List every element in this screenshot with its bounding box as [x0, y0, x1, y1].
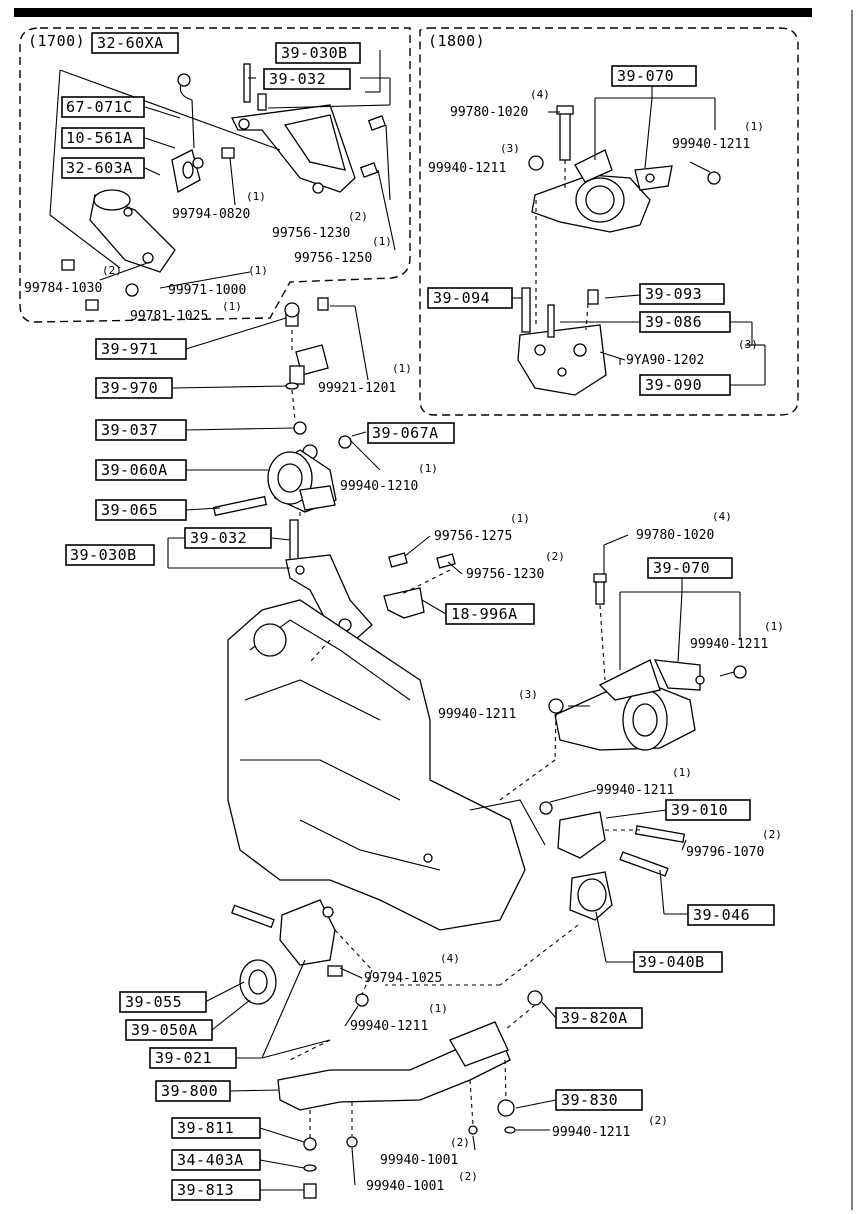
label-39-021: 39-021 [155, 1049, 212, 1067]
qty-99780-1020-inset: (4) [530, 88, 550, 101]
qty-99796-1070: (2) [762, 828, 782, 841]
pn-99794-1025: 99794-1025 [364, 971, 442, 986]
label-39-037: 39-037 [101, 421, 158, 439]
pn-99756-1275: 99756-1275 [434, 529, 512, 544]
label-39-830: 39-830 [561, 1091, 618, 1109]
qty-99756-1230-inset: (2) [348, 210, 368, 223]
qty-99940-1211-b: (3) [518, 688, 538, 701]
qty-99781-1025: (1) [222, 300, 242, 313]
qty-99756-1230: (2) [545, 550, 565, 563]
label-39-055: 39-055 [125, 993, 182, 1011]
pn-99921-1201: 99921-1201 [318, 381, 396, 396]
label-39-820A: 39-820A [561, 1009, 628, 1027]
label-10-561A: 10-561A [66, 129, 133, 147]
qty-9YA90-1202: (3) [738, 338, 758, 351]
label-39-032-inset: 39-032 [269, 70, 326, 88]
label-39-813: 39-813 [177, 1181, 234, 1199]
label-39-086: 39-086 [645, 313, 702, 331]
qty-99940-1211-c: (1) [672, 766, 692, 779]
label-32-603A: 32-603A [66, 159, 133, 177]
label-18-996A: 18-996A [451, 605, 518, 623]
pn-99780-1020-inset: 99780-1020 [450, 105, 528, 120]
qty-99940-1211-d: (1) [428, 1002, 448, 1015]
section-1700-title: (1700) [28, 32, 85, 50]
section-1800-title: (1800) [428, 32, 485, 50]
qty-99756-1275: (1) [510, 512, 530, 525]
pn-99940-1211-a: 99940-1211 [690, 637, 768, 652]
main-assembly [167, 297, 747, 1199]
label-39-030B-inset: 39-030B [281, 44, 348, 62]
pn-99940-1211-b: 99940-1211 [438, 707, 516, 722]
pn-99940-1211-d: 99940-1211 [350, 1019, 428, 1034]
pn-99940-1001-b: 99940-1001 [366, 1179, 444, 1194]
header-bar [14, 8, 812, 17]
label-39-971: 39-971 [101, 340, 158, 358]
label-39-046: 39-046 [693, 906, 750, 924]
qty-99756-1250: (1) [372, 235, 392, 248]
pn-99794-0820: 99794-0820 [172, 207, 250, 222]
inset-1800-parts [512, 86, 766, 396]
label-39-811: 39-811 [177, 1119, 234, 1137]
qty-99940-1001-a: (2) [450, 1136, 470, 1149]
label-39-060A: 39-060A [101, 461, 168, 479]
qty-99940-1001-b: (2) [458, 1170, 478, 1183]
qty-99780-1020: (4) [712, 510, 732, 523]
label-39-040B: 39-040B [638, 953, 705, 971]
label-39-070-inset: 39-070 [617, 67, 674, 85]
qty-99921-1201: (1) [392, 362, 412, 375]
label-39-010: 39-010 [671, 801, 728, 819]
label-39-032: 39-032 [190, 529, 247, 547]
qty-99794-0820: (1) [246, 190, 266, 203]
pn-99940-1210: 99940-1210 [340, 479, 418, 494]
frame-1800 [419, 27, 799, 416]
label-39-094: 39-094 [433, 289, 490, 307]
label-39-800: 39-800 [161, 1082, 218, 1100]
pn-99784-1030: 99784-1030 [24, 281, 102, 296]
pn-99940-1211-inset-b: 99940-1211 [428, 161, 506, 176]
label-39-065: 39-065 [101, 501, 158, 519]
pn-99940-1001-a: 99940-1001 [380, 1153, 458, 1168]
qty-99940-1210: (1) [418, 462, 438, 475]
label-32-60XA: 32-60XA [97, 34, 164, 52]
qty-99794-1025: (4) [440, 952, 460, 965]
label-39-070: 39-070 [653, 559, 710, 577]
qty-99971-1000: (1) [248, 264, 268, 277]
pn-99940-1211-c: 99940-1211 [596, 783, 674, 798]
qty-99940-1211-a: (1) [764, 620, 784, 633]
label-39-093: 39-093 [645, 285, 702, 303]
qty-99940-1211-e: (2) [648, 1114, 668, 1127]
qty-99784-1030: (2) [102, 264, 122, 277]
pn-99780-1020: 99780-1020 [636, 528, 714, 543]
pn-99756-1230: 99756-1230 [466, 567, 544, 582]
pn-99756-1230-inset: 99756-1230 [272, 226, 350, 241]
pn-99971-1000: 99971-1000 [168, 283, 246, 298]
label-39-030B: 39-030B [70, 546, 137, 564]
inset-1700-parts [49, 50, 396, 311]
label-39-090: 39-090 [645, 376, 702, 394]
label-39-067A: 39-067A [372, 424, 439, 442]
pn-99940-1211-e: 99940-1211 [552, 1125, 630, 1140]
frame-1700 [19, 27, 411, 323]
pn-99940-1211-inset-a: 99940-1211 [672, 137, 750, 152]
pn-99796-1070: 99796-1070 [686, 845, 764, 860]
qty-99940-1211-inset-a: (1) [744, 120, 764, 133]
pn-99781-1025: 99781-1025 [130, 309, 208, 324]
pn-99756-1250: 99756-1250 [294, 251, 372, 266]
label-67-071C: 67-071C [66, 98, 133, 116]
label-39-970: 39-970 [101, 379, 158, 397]
pn-9YA90-1202: 9YA90-1202 [626, 353, 704, 368]
qty-99940-1211-inset-b: (3) [500, 142, 520, 155]
label-34-403A: 34-403A [177, 1151, 244, 1169]
label-39-050A: 39-050A [131, 1021, 198, 1039]
